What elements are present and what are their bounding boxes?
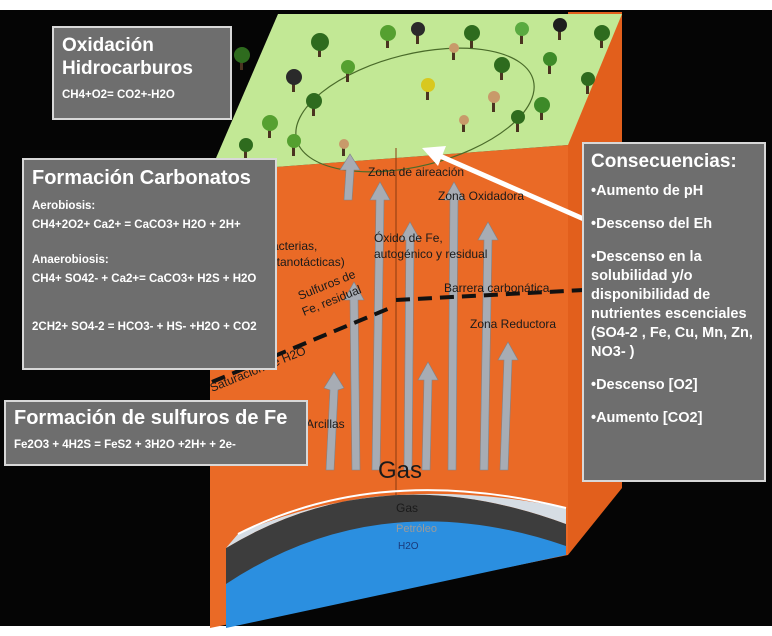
tree-icon (339, 139, 349, 156)
tree-icon (341, 60, 355, 82)
consequence-item: •Descenso del Eh (591, 216, 713, 232)
label-water-layer: H2O (398, 541, 419, 552)
aerobiosis-label: Aerobiosis: (32, 200, 96, 212)
consequences-list: •Aumento de pH •Descenso del Eh •Descens… (591, 182, 757, 428)
label-reducing-zone: Zona Reductora (470, 317, 556, 331)
anaerobiosis-equation: CH4+ SO42- + Ca2+= CaCO3+ H2S + H2O (32, 273, 257, 285)
consequence-item: •Descenso [O2] (591, 377, 698, 393)
tree-icon (311, 33, 329, 57)
migration-arrow (339, 153, 361, 201)
tree-icon (494, 57, 510, 80)
label-iron-oxide-2: autogénico y residual (374, 247, 487, 261)
tree-icon (515, 22, 529, 44)
consequences-pointer (438, 153, 588, 223)
tree-icon (421, 78, 435, 100)
carbonate-barrier-line (395, 288, 585, 302)
migration-arrow (477, 221, 499, 471)
tree-icon (511, 110, 525, 132)
arrowhead-icon (422, 146, 446, 166)
carbonate-formation-box: Formación Carbonatos Aerobiosis: CH4+2O2… (22, 158, 277, 370)
oxidation-title-line1: Oxidación (62, 35, 154, 56)
migration-arrow (369, 181, 391, 471)
tree-icon (449, 43, 459, 60)
label-clays: Arcillas (306, 417, 345, 431)
migration-arrow (417, 361, 439, 471)
carbonates-title: Formación Carbonatos (32, 167, 251, 189)
tree-icon (553, 18, 567, 40)
label-gas-big: Gas (378, 457, 422, 484)
migration-arrow (497, 341, 519, 471)
tree-icon (581, 72, 595, 94)
anaerobiosis-label: Anaerobiosis: (32, 254, 109, 266)
tree-icon (543, 52, 557, 74)
trees (234, 18, 610, 160)
tree-icon (239, 138, 253, 160)
gas-migration-arrows (323, 153, 519, 471)
tree-icon (380, 25, 396, 48)
tree-icon (464, 25, 480, 48)
consequences-title: Consecuencias: (591, 151, 737, 172)
label-iron-oxide-1: Óxido de Fe, (374, 230, 443, 245)
tree-icon (306, 93, 322, 116)
oil-layer (226, 494, 566, 584)
sulfides-equation: Fe2O3 + 4H2S = FeS2 + 3H2O +2H+ + 2e- (14, 439, 236, 451)
tree-icon (459, 115, 469, 132)
label-oxidizing-zone: Zona Oxidadora (438, 189, 524, 203)
label-bacteria-2: metanotácticas) (260, 255, 345, 269)
consequence-item: •Aumento de pH (591, 183, 704, 199)
tree-icon (287, 134, 301, 156)
vegetated-surface (210, 14, 622, 172)
tree-icon (488, 91, 500, 112)
aerobiosis-equation: CH4+2O2+ Ca2+ = CaCO3+ H2O + 2H+ (32, 219, 241, 231)
tree-icon (262, 115, 278, 138)
iron-sulfide-formation-box: Formación de sulfuros de Fe Fe2O3 + 4H2S… (4, 400, 308, 466)
sulfides-title: Formación de sulfuros de Fe (14, 407, 288, 429)
label-oil-layer: Petróleo (396, 523, 437, 535)
hydrocarbon-oxidation-box: Oxidación Hidrocarburos CH4+O2= CO2+-H2O (52, 26, 232, 120)
consequences-box: Consecuencias: •Aumento de pH •Descenso … (582, 142, 766, 482)
consequence-item: •Aumento [CO2] (591, 410, 703, 426)
oxidation-equation: CH4+O2= CO2+-H2O (62, 89, 175, 101)
migration-arrow (323, 371, 345, 471)
second-anaerobiosis-equation: 2CH2+ SO4-2 = HCO3- + HS- +H2O + CO2 (32, 321, 257, 333)
label-carbonate-barrier: Barrera carbonática (444, 281, 550, 295)
migration-arrow (443, 181, 465, 471)
label-aeration-zone: Zona de aireación (368, 165, 464, 179)
migration-arrow (399, 221, 421, 471)
label-gas-layer: Gas (396, 501, 418, 515)
consequence-item: •Descenso en la solubilidad y/o disponib… (591, 249, 753, 360)
tree-icon (534, 97, 550, 120)
migration-arrow (343, 281, 365, 471)
tree-icon (234, 47, 250, 70)
tree-icon (411, 22, 425, 44)
tree-icon (594, 25, 610, 48)
tree-icon (286, 69, 302, 92)
oxidation-title-line2: Hidrocarburos (62, 58, 193, 79)
